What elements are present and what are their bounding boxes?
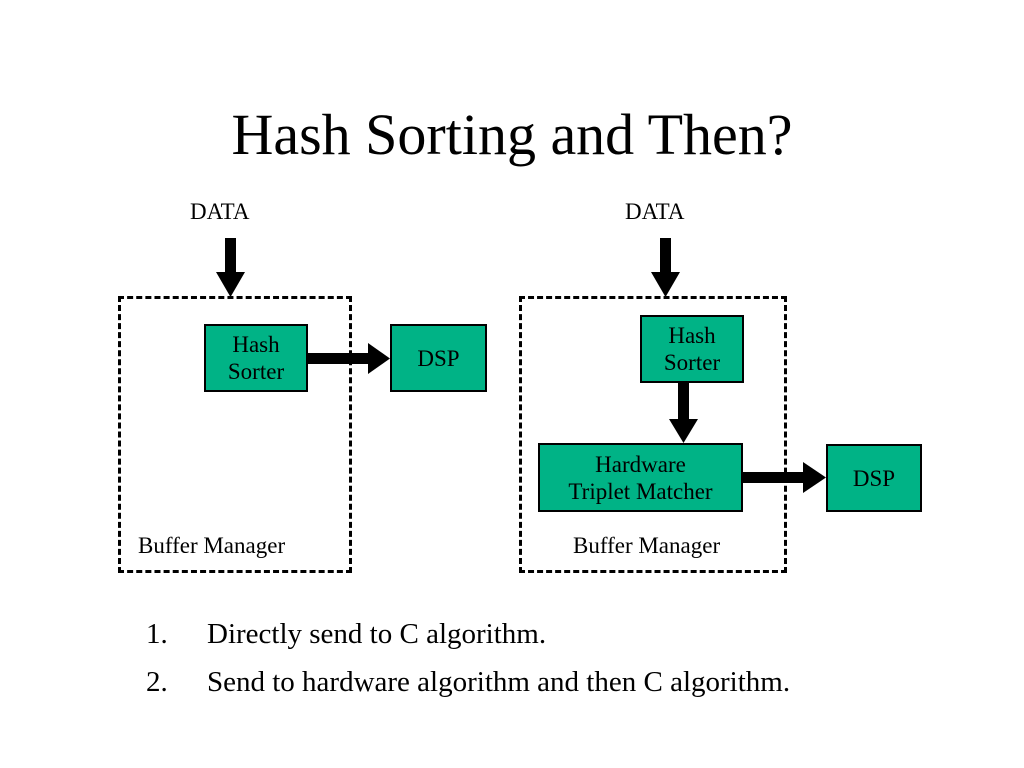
left-data-arrow bbox=[216, 238, 245, 297]
left-data-label: DATA bbox=[190, 199, 250, 224]
right-matcher-line-1: Hardware bbox=[595, 451, 686, 477]
left-sorter-to-dsp-arrow bbox=[308, 343, 390, 374]
right-triplet-matcher-box: Hardware Triplet Matcher bbox=[538, 443, 743, 512]
right-buffer-manager-box bbox=[519, 296, 787, 573]
left-buffer-manager-label: Buffer Manager bbox=[138, 533, 286, 558]
right-dsp-label: DSP bbox=[852, 465, 896, 491]
list-item-number: 1. bbox=[146, 618, 168, 650]
right-data-label: DATA bbox=[625, 199, 685, 224]
right-hash-sorter-box: Hash Sorter bbox=[640, 315, 744, 383]
left-hash-sorter-line-1: Hash bbox=[232, 332, 280, 357]
left-dsp-box: DSP bbox=[390, 324, 487, 392]
slide-title: Hash Sorting and Then? bbox=[231, 102, 793, 167]
list-item-text: Send to hardware algorithm and then C al… bbox=[207, 666, 791, 698]
right-matcher-to-dsp-arrow bbox=[743, 462, 826, 493]
right-hash-sorter-line-2: Sorter bbox=[663, 350, 721, 375]
list-item-text: Directly send to C algorithm. bbox=[207, 618, 547, 650]
right-buffer-manager-label: Buffer Manager bbox=[573, 533, 721, 558]
list-item-number: 2. bbox=[146, 666, 168, 698]
right-dsp-box: DSP bbox=[826, 444, 922, 512]
left-hash-sorter-line-2: Sorter bbox=[227, 359, 285, 384]
left-dsp-label: DSP bbox=[417, 345, 460, 371]
left-hash-sorter-box: Hash Sorter bbox=[204, 324, 308, 392]
right-hash-sorter-line-1: Hash bbox=[668, 323, 716, 348]
right-matcher-line-2: Triplet Matcher bbox=[568, 478, 713, 504]
right-sorter-to-matcher-arrow bbox=[669, 383, 698, 443]
right-data-arrow bbox=[651, 238, 680, 297]
left-buffer-manager-box bbox=[118, 296, 352, 573]
